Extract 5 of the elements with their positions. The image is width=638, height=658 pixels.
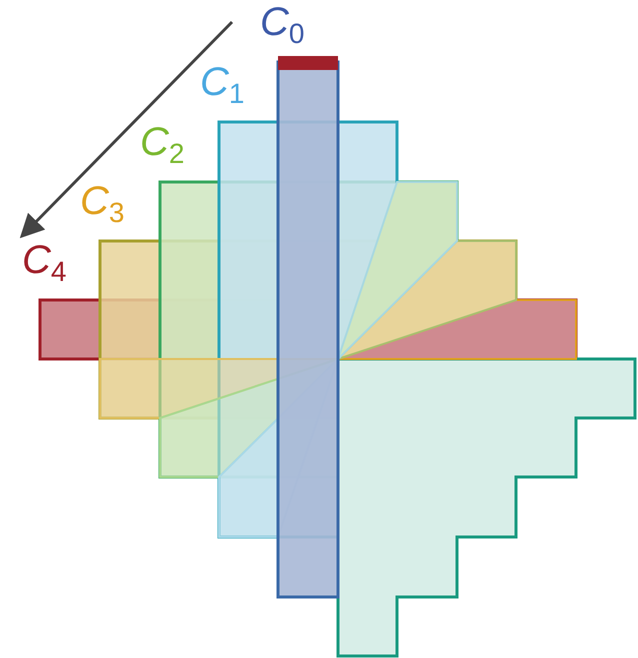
set-label: C$_{3}$ bbox=[80, 181, 124, 230]
set-label: C$_{1}$ bbox=[200, 62, 244, 111]
set-label: C$_{4}$ bbox=[22, 240, 66, 289]
set-label: C$_{2}$ bbox=[140, 122, 184, 171]
set-label: C$_{0}$ bbox=[260, 2, 304, 51]
